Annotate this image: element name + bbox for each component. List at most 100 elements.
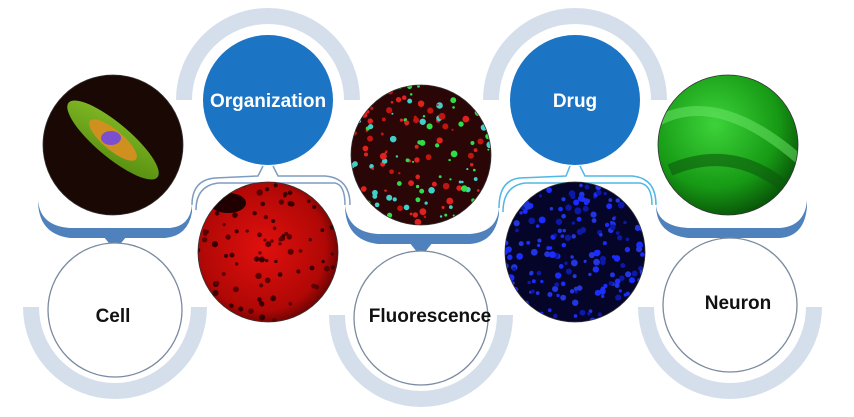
texture-dot: [527, 280, 531, 285]
node-fluorescence[interactable]: Fluorescence: [353, 250, 491, 386]
texture-dot: [321, 259, 325, 264]
texture-dot: [618, 289, 622, 293]
texture-dot: [507, 205, 514, 213]
texture-dot: [374, 202, 380, 208]
texture-dot: [554, 282, 560, 287]
texture-dot: [522, 209, 528, 214]
texture-dot: [414, 144, 419, 149]
texture-dot: [229, 303, 234, 309]
texture-dot: [639, 300, 643, 304]
texture-dot: [439, 215, 443, 218]
texture-dot: [383, 216, 387, 220]
texture-dot: [590, 211, 597, 218]
texture-dot: [413, 117, 420, 124]
texture-dot: [436, 102, 443, 109]
texture-dot: [423, 215, 427, 219]
texture-dot: [324, 299, 331, 306]
node-drug[interactable]: Drug: [510, 35, 640, 165]
texture-dot: [223, 253, 229, 258]
texture-dot: [286, 234, 293, 240]
texture-dot: [214, 280, 220, 286]
texture-dot: [631, 270, 638, 277]
texture-dot: [487, 148, 490, 151]
texture-dot: [515, 313, 522, 320]
texture-dot: [417, 100, 425, 107]
texture-dot: [568, 190, 576, 197]
texture-dot: [448, 205, 453, 209]
texture-dot: [560, 294, 567, 301]
arc-organization: [176, 8, 360, 101]
texture-dot: [627, 184, 632, 189]
texture-dot: [436, 103, 439, 107]
texture-dot: [632, 186, 638, 192]
texture-dot: [564, 261, 568, 265]
texture-dot: [524, 300, 529, 306]
texture-dot: [570, 255, 574, 259]
texture-dot: [558, 264, 564, 269]
texture-dot: [595, 189, 602, 196]
texture-dot: [576, 228, 583, 236]
texture-dot: [615, 198, 620, 203]
texture-dot: [368, 123, 374, 130]
texture-dot: [255, 272, 262, 280]
texture-dot: [287, 190, 293, 196]
texture-dot: [413, 115, 417, 119]
texture-dot: [263, 238, 267, 242]
texture-dot: [274, 259, 278, 264]
texture-dot: [505, 223, 508, 229]
texture-dot: [635, 224, 640, 229]
texture-dot: [561, 197, 566, 202]
texture-dot: [414, 157, 420, 163]
texture-dot: [564, 234, 572, 241]
texture-dot: [258, 256, 265, 263]
node-cell[interactable]: Cell: [47, 242, 183, 378]
texture-dot: [219, 185, 224, 189]
texture-dot: [271, 218, 276, 224]
texture-dot: [270, 239, 274, 243]
texture-dot: [234, 262, 239, 266]
texture-dot: [363, 152, 369, 157]
texture-dot: [476, 189, 480, 192]
texture-dot: [256, 189, 263, 196]
texture-dot: [428, 186, 435, 194]
texture-dot: [477, 138, 484, 145]
texture-dot: [603, 283, 608, 288]
texture-dot: [530, 189, 537, 196]
texture-dot: [484, 208, 489, 212]
texture-dot: [637, 298, 642, 303]
texture-dot: [306, 199, 311, 203]
texture-dot: [531, 279, 536, 284]
texture-dot: [593, 258, 600, 266]
texture-dot: [422, 115, 426, 118]
texture-dot: [565, 268, 572, 275]
texture-dot: [398, 172, 401, 175]
texture-dot: [554, 272, 562, 279]
texture-dot: [452, 214, 455, 217]
texture-dot: [415, 184, 420, 189]
texture-dot: [515, 228, 519, 233]
texture-dot: [609, 224, 616, 231]
texture-dot: [277, 272, 283, 277]
texture-dot: [535, 224, 540, 228]
texture-dot: [448, 158, 451, 162]
texture-dot: [626, 198, 631, 202]
texture-dot: [538, 194, 543, 198]
texture-dot: [624, 246, 631, 253]
texture-dot: [259, 283, 264, 288]
node-organization[interactable]: Organization: [203, 35, 333, 165]
texture-dot: [380, 215, 385, 220]
texture-dot: [225, 234, 231, 240]
node-neuron[interactable]: Neuron: [662, 237, 798, 373]
texture-dot: [523, 184, 529, 190]
texture-dot: [198, 214, 202, 219]
texture-dot: [469, 163, 474, 167]
texture-dot: [574, 207, 582, 215]
arc-neuron: [638, 306, 822, 399]
texture-dot: [309, 265, 315, 271]
texture-dot: [473, 148, 478, 153]
texture-dot: [404, 120, 410, 126]
texture-dot: [470, 141, 475, 145]
texture-dot: [571, 234, 576, 239]
texture-dot: [572, 274, 577, 279]
texture-dot: [415, 174, 421, 180]
